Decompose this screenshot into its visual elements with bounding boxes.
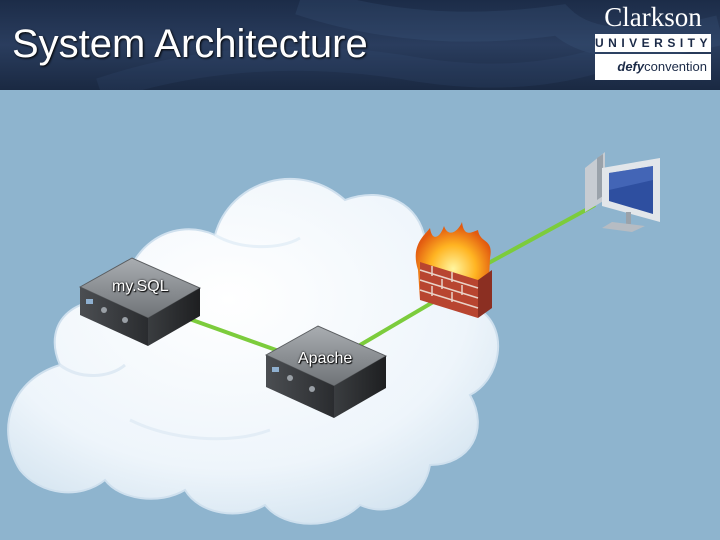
clarkson-logo: Clarkson UNIVERSITY defyconvention bbox=[592, 2, 714, 82]
logo-tagline: defyconvention bbox=[595, 54, 711, 80]
logo-university: UNIVERSITY bbox=[595, 34, 713, 52]
link-firewall-computer bbox=[484, 203, 596, 267]
logo-tagline-defy: defy bbox=[617, 59, 645, 74]
slide-title: System Architecture bbox=[12, 22, 368, 66]
header-bar: System Architecture Clarkson UNIVERSITY … bbox=[0, 0, 720, 90]
mysql-server-icon bbox=[78, 257, 202, 346]
mysql-server-label: my.SQL bbox=[112, 278, 169, 295]
link-apache-firewall bbox=[353, 296, 442, 350]
apache-server-icon bbox=[264, 325, 388, 418]
computer-icon bbox=[585, 152, 660, 232]
network-cloud bbox=[7, 177, 499, 525]
apache-server-label: Apache bbox=[298, 350, 353, 367]
logo-tagline-convention: convention bbox=[644, 59, 707, 74]
logo-name: Clarkson bbox=[604, 2, 702, 32]
architecture-diagram bbox=[7, 152, 660, 525]
firewall-icon bbox=[415, 222, 492, 318]
